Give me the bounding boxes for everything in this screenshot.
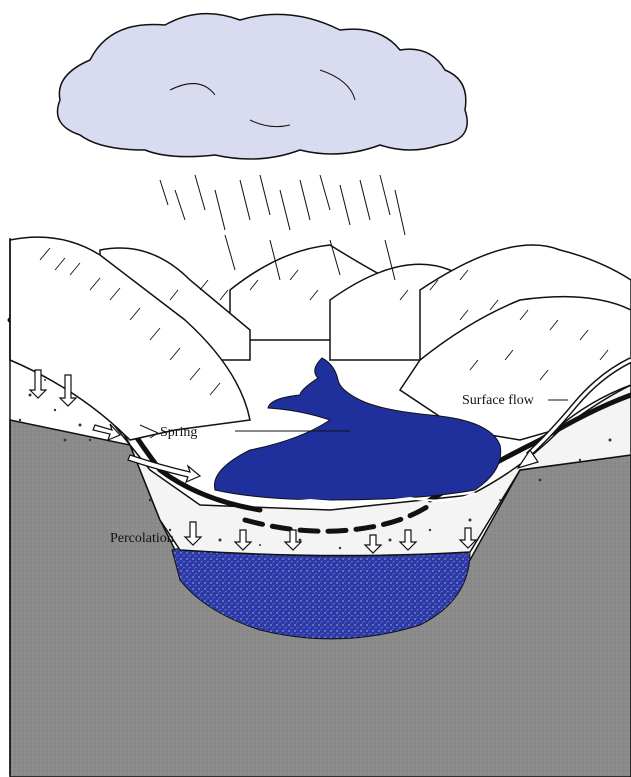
surface-flow-label: Surface flow (462, 393, 535, 408)
spring-label: Spring (160, 425, 197, 440)
percolation-label: Percolation (110, 531, 174, 546)
cloud (58, 14, 468, 159)
